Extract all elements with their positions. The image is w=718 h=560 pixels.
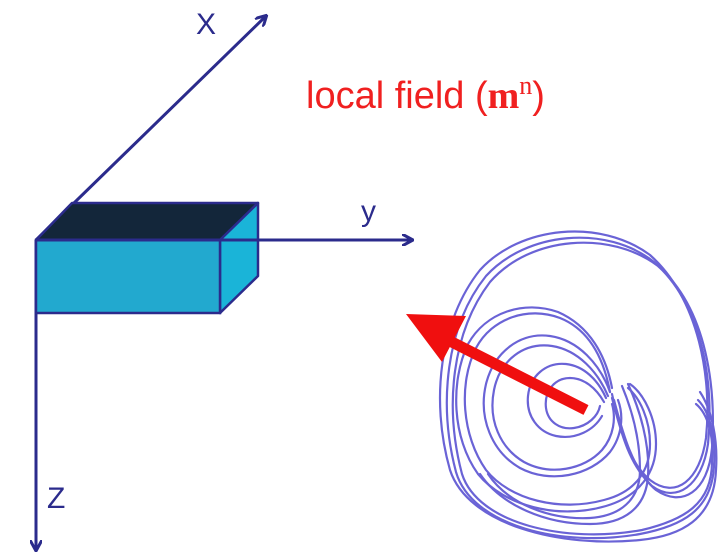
loop-5: [455, 306, 658, 513]
z-axis-label: Z: [47, 482, 65, 515]
loop-2: [445, 236, 716, 540]
loop-6: [491, 344, 615, 471]
title-prefix: local field (: [306, 75, 488, 117]
y-axis-label: y: [361, 195, 376, 228]
title-suffix: ): [532, 75, 545, 117]
arrow-head: [406, 314, 466, 362]
local-field-title: local field (mn): [306, 71, 545, 117]
loop-3: [451, 241, 714, 536]
arrow-shaft: [437, 331, 589, 415]
box-front-face: [34, 238, 222, 315]
title-symbol: m: [488, 75, 520, 117]
magnetization-arrow: [406, 314, 589, 415]
loop-7: [482, 334, 623, 478]
title-superscript: n: [519, 71, 532, 100]
loop-1: [438, 230, 718, 543]
loop-11: [478, 382, 650, 526]
loop-9: [544, 376, 606, 430]
loop-8: [526, 362, 608, 438]
loop-10: [486, 384, 642, 520]
x-axis-label: X: [196, 8, 216, 41]
sample-box: [34, 201, 260, 315]
precession-loops: [438, 230, 718, 543]
